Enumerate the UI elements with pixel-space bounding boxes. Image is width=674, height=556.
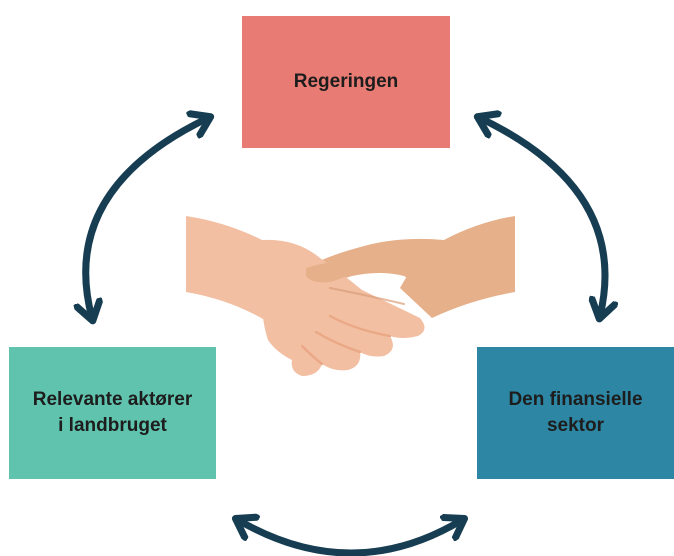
- node-regeringen: Regeringen: [242, 16, 450, 148]
- arrow-top-left: [86, 118, 208, 318]
- node-right-line1: Den finansielle: [508, 389, 643, 410]
- handshake-icon: [186, 216, 515, 376]
- node-left-line2: i landbruget: [58, 415, 167, 436]
- node-left-line1: Relevante aktører: [32, 389, 193, 410]
- node-right-line2: sektor: [546, 415, 604, 436]
- arrow-top-right: [480, 118, 605, 316]
- node-regeringen-label: Regeringen: [293, 71, 399, 92]
- arrow-bottom: [238, 520, 462, 556]
- node-den-finansielle-sektor: Den finansielle sektor: [477, 347, 674, 479]
- node-relevante-aktorer: Relevante aktører i landbruget: [9, 347, 216, 479]
